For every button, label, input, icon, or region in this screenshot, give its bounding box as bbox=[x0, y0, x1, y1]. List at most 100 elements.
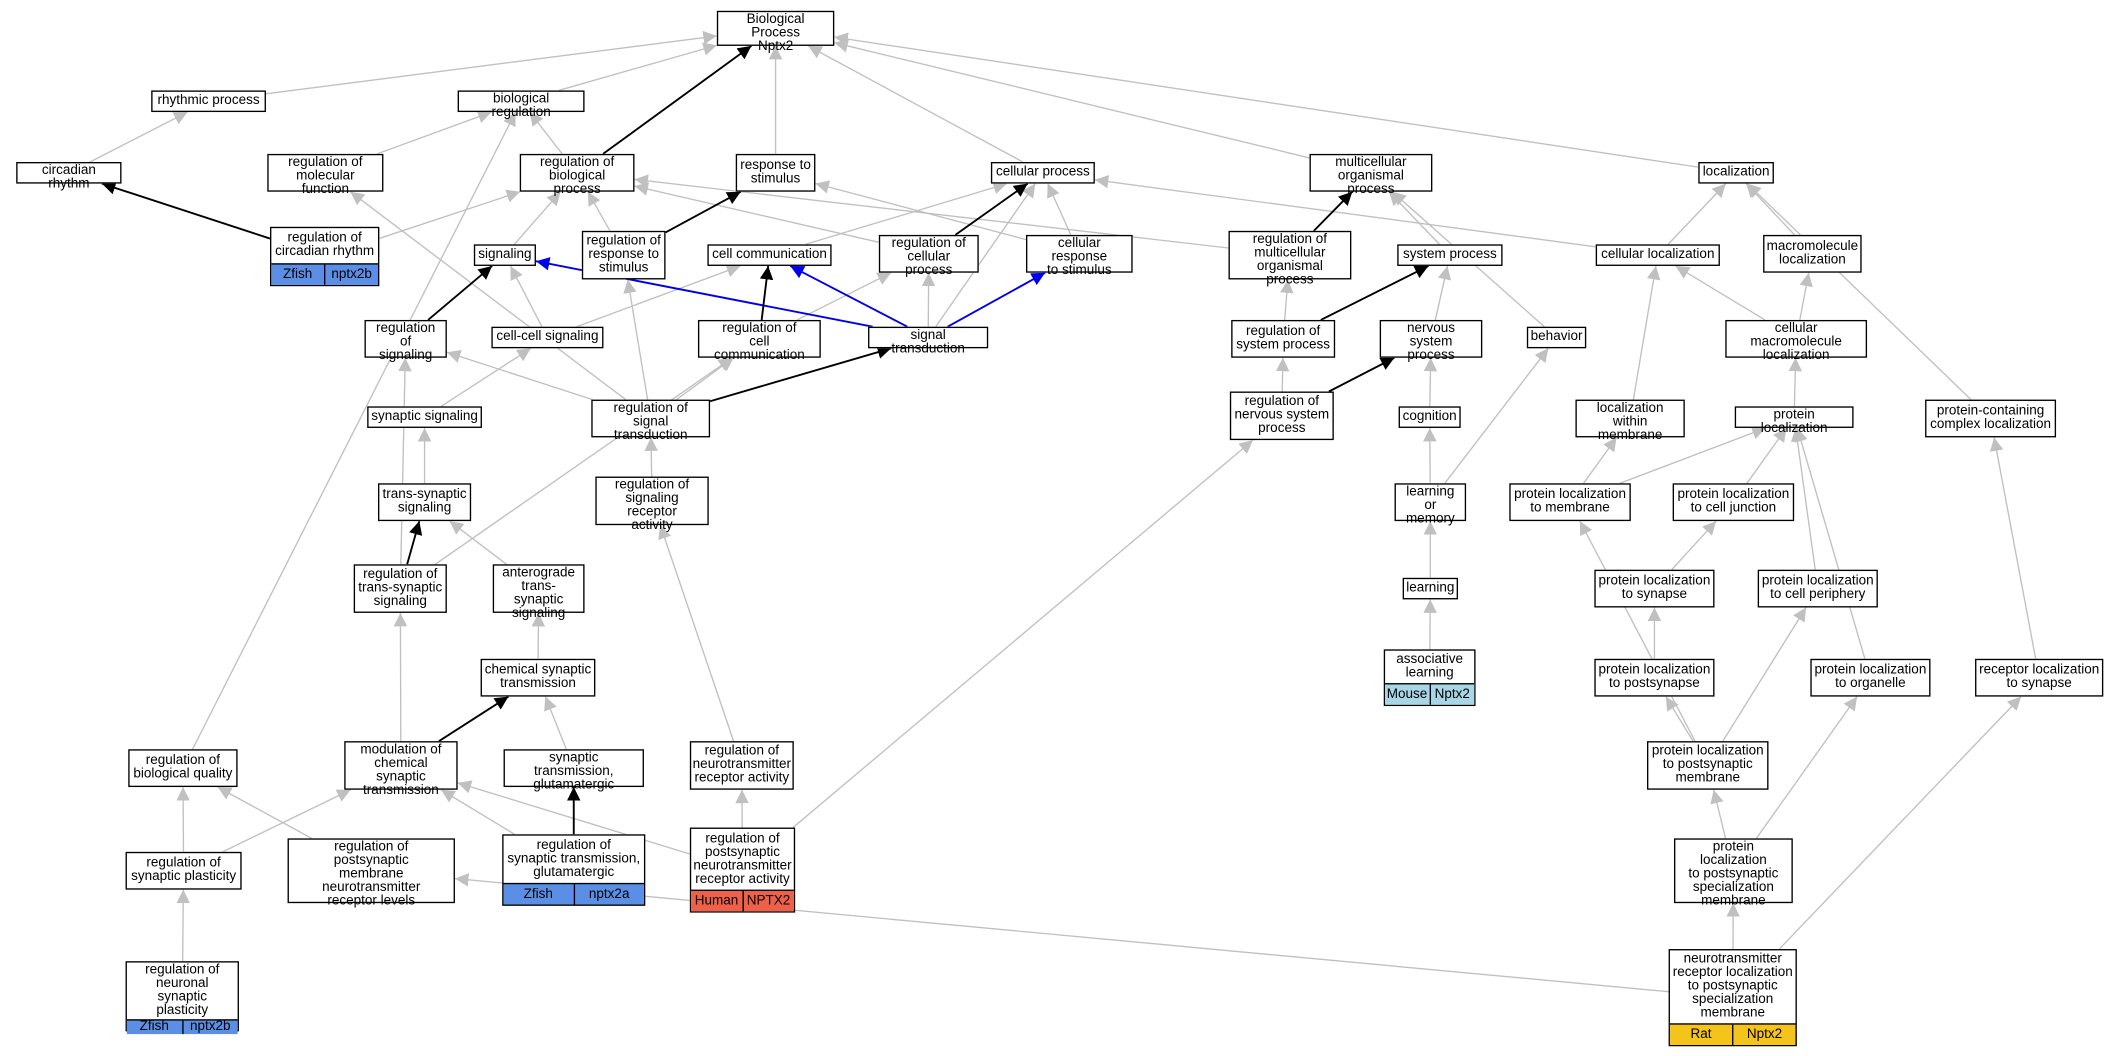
edge-synsig-to-cellcell bbox=[440, 347, 532, 407]
term-node-locmem[interactable]: localization within membrane bbox=[1575, 399, 1685, 442]
term-label: trans-synaptic signaling bbox=[382, 487, 467, 516]
term-node-cognition[interactable]: cognition bbox=[1398, 406, 1461, 428]
term-node-macroloc[interactable]: macromolecule localization bbox=[1763, 234, 1862, 273]
term-node-cellcomm[interactable]: cell communication bbox=[707, 244, 832, 266]
term-node-regsigtrans[interactable]: regulation of signal transduction bbox=[591, 399, 711, 442]
edge-protcomplex-to-loc bbox=[1746, 183, 1972, 401]
term-node-regneurorec[interactable]: regulation of neurotransmitter receptor … bbox=[689, 741, 794, 790]
term-node-multi[interactable]: multicellular organismal process bbox=[1309, 153, 1433, 196]
term-node-regpostmem[interactable]: regulation of postsynaptic membrane neur… bbox=[287, 838, 455, 908]
term-node-regpostneuro[interactable]: regulation of postsynaptic neurotransmit… bbox=[689, 827, 796, 913]
term-node-regsynplast[interactable]: regulation of synaptic plasticity bbox=[125, 851, 242, 890]
edge-regresp-to-respstim bbox=[665, 190, 742, 234]
term-label: regulation of multicellular organismal p… bbox=[1252, 232, 1328, 288]
edge-cellcomm-to-cellproc bbox=[805, 181, 1008, 245]
term-node-sigtrans[interactable]: signal transduction bbox=[868, 326, 989, 356]
term-node-protloccj[interactable]: protein localization to cell junction bbox=[1672, 483, 1795, 522]
term-label: protein localization to organelle bbox=[1814, 662, 1927, 692]
term-node-regcellproc[interactable]: regulation of cellular process bbox=[878, 234, 979, 277]
edge-regtranssyn-to-regcellcomm bbox=[434, 357, 733, 565]
edge-protlocpostspec-to-protlocpostmem bbox=[1710, 789, 1727, 839]
term-node-regbio[interactable]: regulation of biological process bbox=[519, 153, 635, 196]
term-node-antero[interactable]: anterograde trans-synaptic signaling bbox=[492, 564, 585, 620]
term-node-neurorecloc[interactable]: neurotransmitter receptor localization t… bbox=[1668, 949, 1797, 1047]
edge-regbio-to-root bbox=[602, 45, 752, 155]
term-node-cellcell[interactable]: cell-cell signaling bbox=[491, 326, 604, 349]
term-label: protein localization to cell periphery bbox=[1761, 573, 1874, 603]
term-label: regulation of signal transduction bbox=[613, 400, 688, 443]
edge-cellloc-to-loc bbox=[1667, 183, 1727, 245]
term-node-regtranssyn[interactable]: regulation of trans-synaptic signaling bbox=[353, 564, 447, 613]
term-label: chemical synaptic transmission bbox=[484, 662, 592, 692]
term-node-cellloc[interactable]: cellular localization bbox=[1595, 244, 1720, 266]
term-node-protlocmem[interactable]: protein localization to membrane bbox=[1509, 483, 1631, 522]
term-node-sysproc[interactable]: system process bbox=[1397, 244, 1503, 266]
edge-protlocpostmem-to-protlocperi bbox=[1722, 607, 1807, 742]
edge-regsigtrans-to-sigtrans bbox=[709, 345, 892, 403]
term-node-regsys[interactable]: regulation of system process bbox=[1231, 319, 1336, 358]
term-node-syntransglu[interactable]: synaptic transmission, glutamatergic bbox=[503, 749, 644, 792]
term-label: behavior bbox=[1530, 329, 1583, 345]
term-node-protlocpost[interactable]: protein localization to postsynapse bbox=[1594, 658, 1715, 697]
term-label: cell-cell signaling bbox=[496, 329, 599, 345]
term-node-regsynglu[interactable]: regulation of synaptic transmission, glu… bbox=[502, 834, 646, 906]
term-label: Biological Process Nptx2 bbox=[746, 12, 805, 54]
term-node-loc[interactable]: localization bbox=[1698, 162, 1774, 184]
term-node-respstim[interactable]: response to stimulus bbox=[735, 153, 816, 192]
term-node-learning[interactable]: learning bbox=[1402, 577, 1458, 600]
term-node-protlocorg[interactable]: protein localization to organelle bbox=[1810, 658, 1931, 697]
term-label: regulation of synaptic plasticity bbox=[131, 855, 237, 885]
edge-protlocsyn-to-protloccj bbox=[1671, 520, 1717, 571]
term-node-regcellcomm[interactable]: regulation of cell communication bbox=[697, 319, 821, 362]
edge-cellresp-to-respstim bbox=[815, 180, 1027, 241]
term-node-bioreg[interactable]: biological regulation bbox=[457, 90, 585, 119]
term-node-regneuronal[interactable]: regulation of neuronal synaptic plastici… bbox=[125, 961, 239, 1035]
term-node-regnervsys[interactable]: regulation of nervous system process bbox=[1229, 391, 1334, 441]
term-node-regbioqual[interactable]: regulation of biological quality bbox=[128, 749, 238, 788]
term-node-root[interactable]: Biological Process Nptx2 bbox=[716, 10, 835, 53]
term-node-protlocpostmem[interactable]: protein localization to postsynaptic mem… bbox=[1647, 741, 1769, 790]
edge-signaling-to-regbio bbox=[513, 191, 562, 245]
term-node-cellmacroloc[interactable]: cellular macromolecule localization bbox=[1725, 319, 1868, 362]
term-node-behavior[interactable]: behavior bbox=[1526, 326, 1587, 349]
term-node-learnmem[interactable]: learning or memory bbox=[1394, 483, 1467, 526]
term-label: regulation of system process bbox=[1236, 324, 1331, 353]
edge-cognition-to-nervsys bbox=[1423, 357, 1438, 407]
gene-label: Nptx2 bbox=[1732, 1024, 1795, 1045]
term-node-modchem[interactable]: modulation of chemical synaptic transmis… bbox=[344, 741, 458, 797]
term-node-protlocsyn[interactable]: protein localization to synapse bbox=[1594, 569, 1715, 608]
term-node-protcomplex[interactable]: protein-containing complex localization bbox=[1925, 399, 2057, 438]
term-node-recloc[interactable]: receptor localization to synapse bbox=[1975, 658, 2104, 697]
term-label: signal transduction bbox=[891, 328, 965, 357]
term-node-rhythmic[interactable]: rhythmic process bbox=[151, 90, 266, 113]
term-node-protlocpostspec[interactable]: protein localization to postsynaptic spe… bbox=[1674, 838, 1793, 908]
term-node-regmol[interactable]: regulation of molecular function bbox=[267, 153, 384, 196]
term-node-cellresp[interactable]: cellular response to stimulus bbox=[1026, 234, 1133, 277]
term-node-protlocperi[interactable]: protein localization to cell periphery bbox=[1757, 569, 1878, 608]
term-label: regulation of synaptic transmission, glu… bbox=[507, 837, 641, 880]
term-node-circ[interactable]: circadian rhythm bbox=[16, 162, 122, 191]
edge-sigtrans-to-cellproc bbox=[935, 183, 1036, 328]
term-label: regulation of cellular process bbox=[891, 236, 966, 279]
edge-regcellproc-to-regbio bbox=[634, 182, 880, 243]
term-node-transsyn[interactable]: trans-synaptic signaling bbox=[378, 483, 472, 522]
term-node-regresp[interactable]: regulation of response to stimulus bbox=[581, 230, 666, 280]
term-node-chemsyn[interactable]: chemical synaptic transmission bbox=[480, 658, 596, 697]
term-node-protloc[interactable]: protein localization bbox=[1734, 406, 1854, 435]
term-node-cellproc[interactable]: cellular process bbox=[990, 162, 1095, 184]
term-node-regmulti[interactable]: regulation of multicellular organismal p… bbox=[1228, 230, 1352, 287]
term-node-signaling[interactable]: signaling bbox=[473, 244, 536, 266]
term-node-nervsys[interactable]: nervous system process bbox=[1379, 319, 1483, 362]
edge-protloccj-to-protloc bbox=[1746, 427, 1788, 484]
edge-bioreg-to-root bbox=[558, 42, 718, 92]
term-node-synsig[interactable]: synaptic signaling bbox=[367, 406, 482, 428]
term-label: cellular localization bbox=[1601, 247, 1715, 262]
term-label: regulation of neuronal synaptic plastici… bbox=[145, 962, 220, 1018]
term-node-regsig[interactable]: regulation of signaling bbox=[364, 319, 447, 362]
term-node-regsigrec[interactable]: regulation of signaling receptor activit… bbox=[595, 476, 709, 533]
